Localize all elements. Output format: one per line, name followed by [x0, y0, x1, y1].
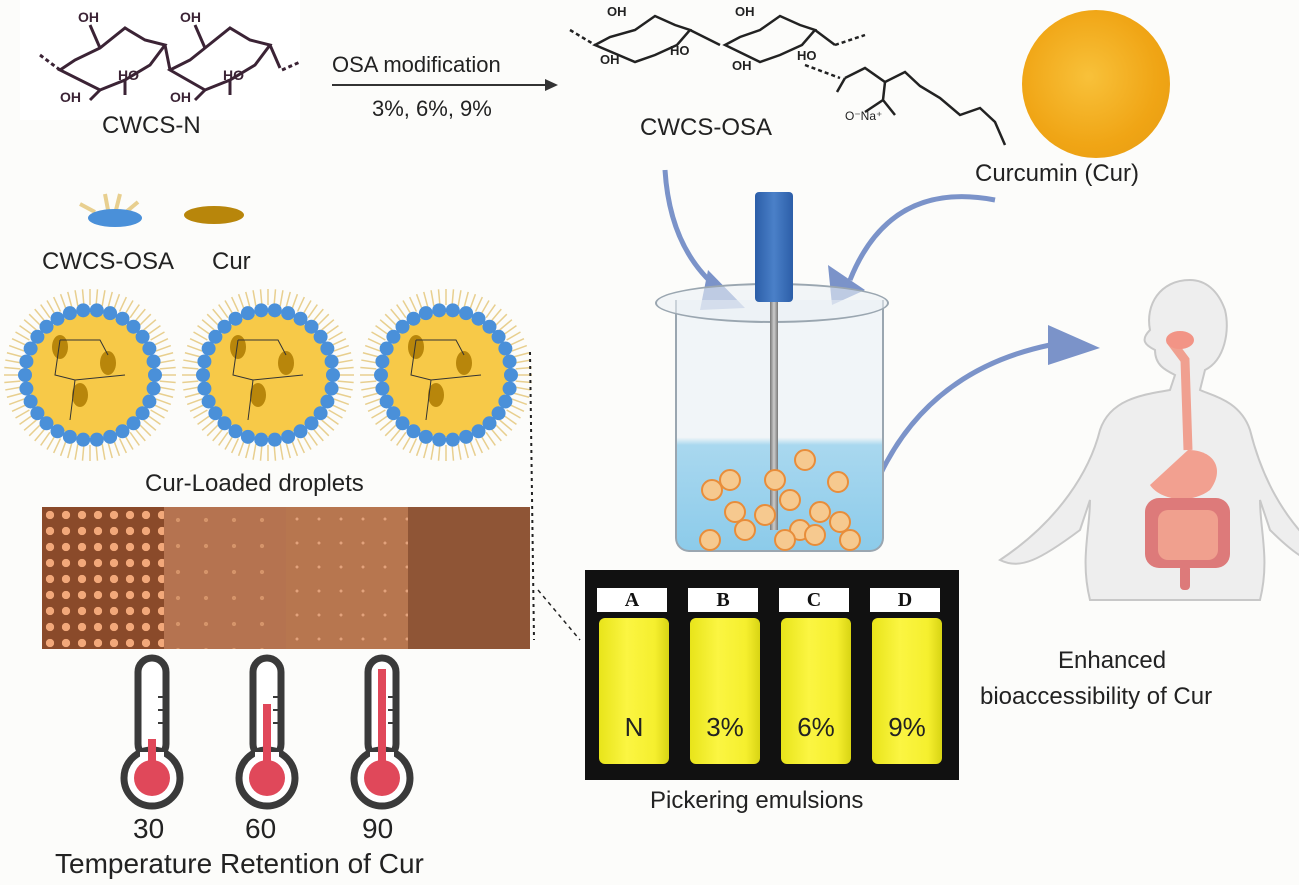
emulsion-droplet [754, 504, 776, 526]
svg-text:OH: OH [732, 58, 752, 73]
emulsion-droplet [719, 469, 741, 491]
osa-modified-chain-icon: OH OH OH OH HO HO O⁻Na⁺ [569, 4, 1007, 146]
svg-text:OH: OH [600, 52, 620, 67]
vial-concentration-label: 6% [797, 712, 835, 742]
homogenizer-head [755, 192, 793, 302]
cur-loaded-droplet [182, 289, 354, 461]
vial-concentration-label: N [624, 712, 644, 742]
reactant-label: CWCS-N [102, 112, 201, 139]
emulsion-vial: N [599, 618, 669, 764]
cur-molecule-icon [250, 383, 266, 407]
emulsion-droplet [701, 479, 723, 501]
thermometer-icon [235, 654, 299, 810]
cur-legend-icon [184, 206, 244, 224]
emulsion-particles [699, 449, 861, 551]
emulsion-droplet [809, 501, 831, 523]
emulsion-photo: A N B 3% C 6% D 9% [585, 570, 959, 780]
emulsion-droplet [699, 529, 721, 551]
emulsion-droplet [839, 529, 861, 551]
product-label: CWCS-OSA [640, 114, 772, 141]
emulsions-caption: Pickering emulsions [650, 787, 864, 814]
temp-value-90: 90 [362, 813, 394, 844]
svg-text:OH: OH [60, 89, 81, 105]
vial-tag: A [597, 588, 667, 612]
reaction-arrow-icon [332, 79, 558, 91]
svg-text:HO: HO [797, 48, 817, 63]
droplets-label: Cur-Loaded droplets [145, 470, 364, 497]
svg-text:OH: OH [735, 4, 755, 19]
cur-molecule-icon [230, 335, 246, 359]
emulsion-droplet [779, 489, 801, 511]
vial-concentration-label: 9% [888, 712, 926, 742]
emulsion-vial: 6% [781, 618, 851, 764]
vial-concentration-label: 3% [706, 712, 744, 742]
svg-text:OH: OH [180, 9, 201, 25]
svg-text:OH: OH [607, 4, 627, 19]
cur-molecule-icon [52, 335, 68, 359]
outcome-line1: Enhanced [1058, 647, 1167, 674]
emulsion-droplet [829, 511, 851, 533]
emulsion-droplet [724, 501, 746, 523]
thermometer-level [148, 739, 156, 770]
thermometer-icon [350, 654, 414, 810]
emulsion-droplet [734, 519, 756, 541]
emulsion-vial: 3% [690, 618, 760, 764]
curcumin-label: Curcumin (Cur) [975, 160, 1140, 187]
cwcs-osa-structure: OH OH OH OH HO HO O⁻Na⁺ [565, 0, 1007, 170]
micrograph-panel [286, 507, 408, 649]
thermometer-level [263, 704, 271, 770]
legend-cwcs-osa-label: CWCS-OSA [42, 248, 174, 275]
arrow-top-label: OSA modification [332, 52, 501, 77]
vial-tag: C [779, 588, 849, 612]
temp-value-30: 30 [133, 813, 165, 844]
svg-text:O⁻Na⁺: O⁻Na⁺ [845, 109, 882, 123]
glucose-chain-icon: OH OH OH OH HO HO [39, 9, 301, 105]
cur-molecule-icon [100, 351, 116, 375]
thermometer-level [378, 669, 386, 770]
emulsion-droplet [774, 529, 796, 551]
micrograph-panel [164, 507, 286, 649]
emulsion-droplet [764, 469, 786, 491]
homogenizer-shaft [770, 302, 778, 530]
curcumin-powder-image [1022, 10, 1170, 158]
droplets-group [4, 289, 532, 461]
cur-molecule-icon [428, 383, 444, 407]
micrograph-panel [42, 507, 164, 649]
emulsion-droplet [794, 449, 816, 471]
svg-text:HO: HO [670, 43, 690, 58]
outcome-line2: bioaccessibility of Cur [980, 683, 1213, 710]
svg-text:OH: OH [78, 9, 99, 25]
svg-text:OH: OH [170, 89, 191, 105]
micrograph-panel [408, 507, 530, 649]
arrow-bottom-label: 3%, 6%, 9% [372, 96, 492, 121]
vial-tag: B [688, 588, 758, 612]
human-digestive-system-icon [998, 278, 1299, 601]
cur-molecule-icon [456, 351, 472, 375]
cur-molecule-icon [408, 335, 424, 359]
emulsion-droplet [804, 524, 826, 546]
temp-value-60: 60 [245, 813, 277, 844]
thermometer-group [120, 654, 414, 810]
cur-loaded-droplet [4, 289, 176, 461]
thermometer-icon [120, 654, 184, 810]
micrograph-strip [42, 507, 530, 649]
cur-loaded-droplet [360, 289, 532, 461]
vial-tag: D [870, 588, 940, 612]
cwcs-n-structure: OH OH OH OH HO HO CWCS-N [20, 0, 301, 139]
cur-molecule-icon [278, 351, 294, 375]
emulsion-droplet [827, 471, 849, 493]
cur-molecule-icon [72, 383, 88, 407]
connector-lines [529, 351, 581, 641]
legend-cur-label: Cur [212, 248, 251, 275]
beaker [675, 300, 884, 552]
temperature-caption: Temperature Retention of Cur [55, 848, 424, 879]
emulsion-vial: 9% [872, 618, 942, 764]
cwcs-osa-legend-icon [79, 193, 142, 227]
svg-text:HO: HO [223, 67, 244, 83]
svg-text:HO: HO [118, 67, 139, 83]
